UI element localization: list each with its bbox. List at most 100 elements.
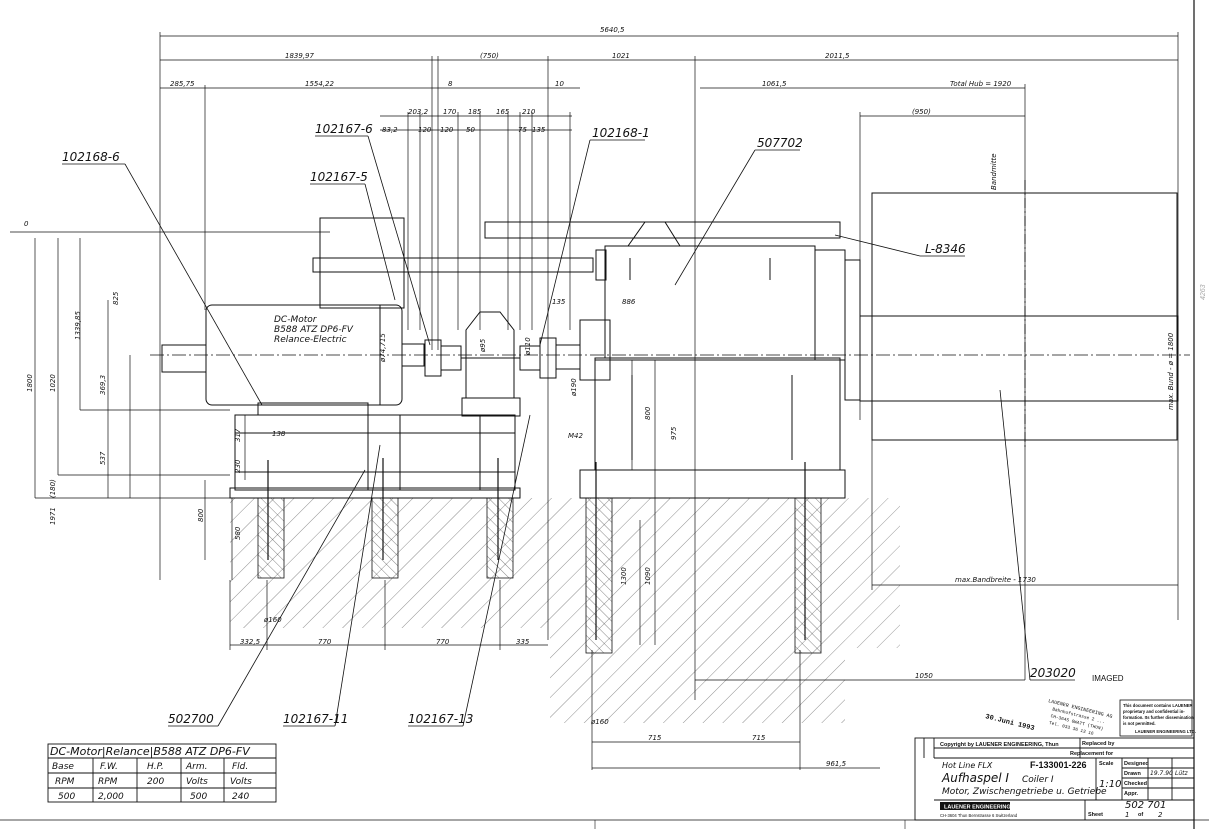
motor-table-unit-3: Volts xyxy=(186,777,208,787)
dim-120a: 120 xyxy=(418,126,432,134)
dim-1090: 1090 xyxy=(644,567,652,585)
dim-950: (950) xyxy=(912,108,931,116)
dim-max-bund: max. Bund - ø = 1800 xyxy=(1167,332,1175,410)
dim-overall: 5640,5 xyxy=(600,26,625,34)
dim-1300: 1300 xyxy=(620,567,628,585)
dim-135b: 135 xyxy=(552,298,566,306)
motor-label-line1: DC-Motor xyxy=(274,315,318,325)
gearbox xyxy=(312,221,861,499)
part-102168-1: 102168-1 xyxy=(592,126,650,140)
tb-designed: Designed xyxy=(1124,761,1149,767)
tb-company: LAUENER ENGINEERING xyxy=(944,805,1011,811)
couplings-gear xyxy=(424,311,581,417)
part-102168-6: 102168-6 xyxy=(62,150,120,164)
tb-drawing-no: F-133001-226 xyxy=(1030,760,1087,770)
dim-8: 8 xyxy=(448,80,453,88)
dim-phi74: ø74,715 xyxy=(379,333,387,363)
dim-1800: 1800 xyxy=(26,374,34,392)
stamp-date: 30.Juni 1993 xyxy=(984,713,1035,733)
tb-appr: Appr. xyxy=(1124,791,1139,797)
tb-project: Hot Line FLX xyxy=(942,761,993,770)
dim-phi160a: ø160 xyxy=(263,616,282,624)
dim-750: (750) xyxy=(480,52,499,60)
dim-120b: 120 xyxy=(440,126,454,134)
part-labels: 102168-6 102167-6 102167-5 102168-1 5077… xyxy=(62,122,1124,726)
tb-copyright: Copyright by LAUENER ENGINEERING, Thun xyxy=(940,742,1059,748)
dim-2011: 2011,5 xyxy=(825,52,850,60)
dim-170: 170 xyxy=(443,108,457,116)
tb-address: CH-3604 Thun Bernstrasse 6 Switzerland xyxy=(940,813,1018,818)
leader-lines xyxy=(62,135,1075,727)
tb-sheet-label: Sheet xyxy=(1088,812,1103,818)
imaged-stamp: IMAGED xyxy=(1092,674,1124,683)
dim-1020: 1020 xyxy=(49,374,57,392)
tb-replacement-for: Replacement for xyxy=(1070,751,1114,757)
notice-line3: formation. Its further dissemination xyxy=(1123,715,1194,720)
motor-label-line3: Relance-Electric xyxy=(274,335,347,345)
motor-table-value-3: 500 xyxy=(190,792,207,802)
dim-715a: 715 xyxy=(648,734,662,742)
dim-phi110: ø110 xyxy=(524,337,532,356)
motor-table-header: DC-Motor|Relance|B588 ATZ DP6-FV xyxy=(50,745,251,758)
dim-800b: 800 xyxy=(644,406,652,420)
dim-185a: 185 xyxy=(468,108,482,116)
dim-961: 961,5 xyxy=(826,760,847,768)
notice-line2: proprietary and confidential in- xyxy=(1123,709,1185,714)
dim-1554: 1554,22 xyxy=(305,80,334,88)
motor-table: DC-Motor|Relance|B588 ATZ DP6-FV Base F.… xyxy=(47,743,277,803)
tb-drawn: Drawn xyxy=(1124,771,1141,777)
dim-770b: 770 xyxy=(436,638,450,646)
dim-bandmitte: Bandmitte xyxy=(990,153,998,190)
tb-scale: 1:10 xyxy=(1099,779,1121,790)
motor-table-value-4: 240 xyxy=(232,792,249,802)
title-block: Copyright by LAUENER ENGINEERING, Thun R… xyxy=(914,737,1195,821)
dim-138: 138 xyxy=(272,430,286,438)
dim-715b: 715 xyxy=(752,734,766,742)
notice-line1: This document contains LAUENER xyxy=(1123,703,1193,708)
dim-1061: 1061,5 xyxy=(762,80,787,88)
dim-phi190: ø190 xyxy=(570,378,578,397)
dim-369: 369,3 xyxy=(99,375,107,395)
dim-1021: 1021 xyxy=(612,52,630,60)
tb-number: 502 701 xyxy=(1125,800,1166,811)
dim-335: 335 xyxy=(516,638,530,646)
dim-317: 317 xyxy=(234,428,242,442)
motor-table-col-arm: Arm. xyxy=(185,762,208,772)
dim-537: 537 xyxy=(99,451,107,465)
part-102167-6: 102167-6 xyxy=(315,122,373,136)
motor-table-value-1: 2,000 xyxy=(98,792,124,802)
dim-800a: 800 xyxy=(197,508,205,522)
dim-75: 75 xyxy=(518,126,527,134)
notice-line5: LAUENER ENGINEERING LTD. xyxy=(1135,729,1196,734)
part-507702: 507702 xyxy=(757,136,803,150)
dim-1339: 1339,85 xyxy=(74,311,82,340)
dim-165: 165 xyxy=(496,108,510,116)
motor-table-col-hp: H.P. xyxy=(147,762,164,772)
tb-drawn-date: 19.7.90 xyxy=(1150,770,1173,777)
dim-83: 83,2 xyxy=(382,126,398,134)
dim-825: 825 xyxy=(112,291,120,305)
part-102167-13: 102167-13 xyxy=(408,712,473,726)
part-203020: 203020 xyxy=(1030,666,1076,680)
tb-checked: Checked xyxy=(1124,781,1147,787)
motor-table-col-fw: F.W. xyxy=(100,762,118,772)
confidentiality-notice: This document contains LAUENER proprieta… xyxy=(1119,699,1196,737)
tb-title: Aufhaspel I xyxy=(941,771,1009,785)
dim-180: (180) xyxy=(49,479,57,498)
dimension-texts: 5640,5 1839,97 (750) 1021 2011,5 285,75 … xyxy=(24,26,1207,768)
motor-table-unit-0: RPM xyxy=(55,777,75,787)
dim-285: 285,75 xyxy=(170,80,195,88)
part-102167-11: 102167-11 xyxy=(283,712,348,726)
dim-m42: M42 xyxy=(568,432,583,440)
coil-area xyxy=(859,180,1179,450)
part-l8346: L-8346 xyxy=(925,242,966,256)
part-502700: 502700 xyxy=(168,712,214,726)
dim-1971: 1971 xyxy=(49,507,57,525)
dim-230: 230 xyxy=(234,459,242,473)
dim-975: 975 xyxy=(670,426,678,440)
dim-total-hub: Total Hub = 1920 xyxy=(950,80,1012,88)
tb-sheets: 2 xyxy=(1158,811,1163,819)
tb-company-bar xyxy=(940,802,1010,810)
dim-10: 10 xyxy=(555,80,564,88)
